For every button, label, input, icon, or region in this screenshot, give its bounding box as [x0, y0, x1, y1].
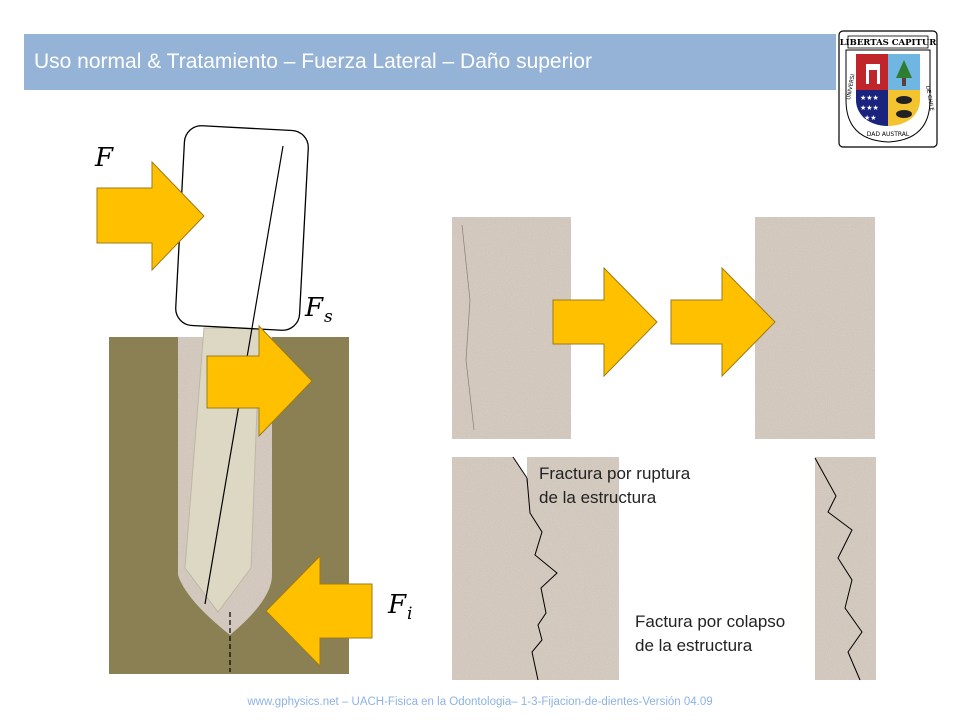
- surface-crack-detail: [461, 224, 475, 431]
- caption-collapse: Factura por colapso de la estructura: [635, 610, 785, 658]
- caption-rupture: Fractura por ruptura de la estructura: [539, 462, 690, 510]
- title-bar: Uso normal & Tratamiento – Fuerza Latera…: [24, 34, 836, 90]
- collapse-fracture-line: [814, 457, 863, 681]
- rupture-fracture-line-front: [526, 477, 558, 681]
- crest-ring-right: DE CHILE: [924, 85, 934, 112]
- svg-text:★★★: ★★★: [860, 94, 879, 102]
- svg-text:★★: ★★: [864, 114, 877, 122]
- load-arrow-right: [670, 266, 776, 378]
- force-arrow-fi: [265, 554, 373, 668]
- tooth-crown: [175, 125, 309, 331]
- slide-title: Uso normal & Tratamiento – Fuerza Latera…: [34, 50, 592, 73]
- slide-footer: www.gphysics.net – UACH-Fisica en la Odo…: [247, 696, 713, 708]
- sample-block-right: [755, 217, 875, 439]
- caption-collapse-line2: de la estructura: [635, 636, 753, 655]
- university-crest-logo: LIBERTAS CAPITUR ★★★★★★★★ UNIVERSI DAD A…: [838, 30, 938, 148]
- sample-block-left: [452, 217, 571, 439]
- caption-collapse-line1: Factura por colapso: [635, 612, 786, 631]
- force-label-fs: Fs: [304, 293, 333, 327]
- force-arrow-fs: [206, 324, 313, 438]
- crest-ring-bottom: DAD AUSTRAL: [867, 131, 910, 138]
- force-arrow-f: [96, 160, 205, 272]
- load-arrow-left: [552, 266, 658, 378]
- crest-ring-left: UNIVERSI: [846, 73, 856, 100]
- caption-rupture-line2: de la estructura: [539, 488, 657, 507]
- rupture-block-fragment: [527, 457, 619, 680]
- crest-motto: LIBERTAS CAPITUR: [840, 38, 938, 48]
- svg-text:★★★: ★★★: [860, 104, 879, 112]
- caption-rupture-line1: Fractura por ruptura: [539, 464, 691, 483]
- fractured-block-collapse: [815, 457, 876, 680]
- force-label-fi: Fi: [387, 590, 412, 624]
- force-label-f: F: [94, 143, 114, 173]
